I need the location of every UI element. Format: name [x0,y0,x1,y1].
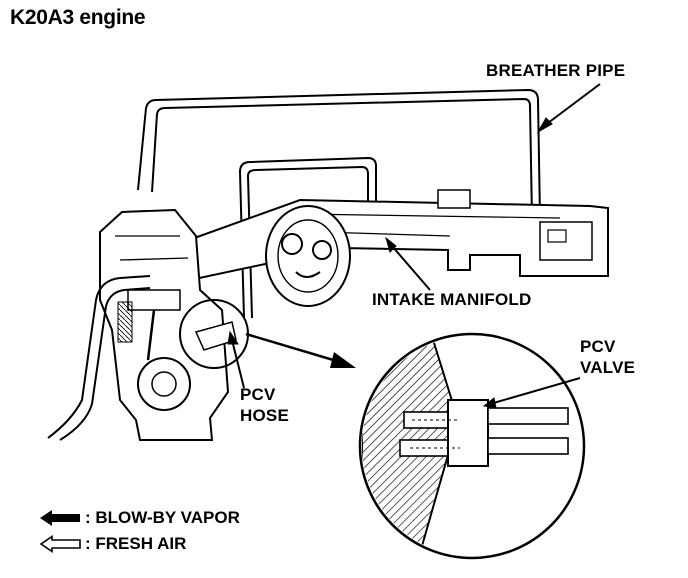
pcv-valve-magnified [358,332,586,560]
pcv-valve-label: PCV VALVE [580,336,635,378]
legend-blowby: : BLOW-BY VAPOR [40,508,240,528]
hollow-arrow-icon [40,535,81,553]
leader-lines [227,83,601,409]
pcv-hose-line2: HOSE [240,406,289,425]
legend-fresh-air: : FRESH AIR [40,534,186,554]
throttle-plenum [265,205,351,307]
breather-pipe-label: BREATHER PIPE [486,61,626,80]
breather-pipe [137,88,541,219]
air-duct [47,275,151,441]
engine-block [99,208,230,441]
pcv-hose-label: PCV HOSE [240,384,289,426]
fresh-air-label: : FRESH AIR [85,534,187,553]
diagram-title: K20A3 engine [10,6,146,29]
pcv-hose-line1: PCV [240,385,276,404]
solid-arrow-icon [40,510,80,526]
intake-manifold-label: INTAKE MANIFOLD [372,290,532,309]
pcv-valve-line1: PCV [580,337,616,356]
plenum-hose [238,156,377,319]
pcv-valve-line2: VALVE [580,358,636,377]
detail-pointer [245,332,356,368]
blowby-label: : BLOW-BY VAPOR [85,508,240,527]
